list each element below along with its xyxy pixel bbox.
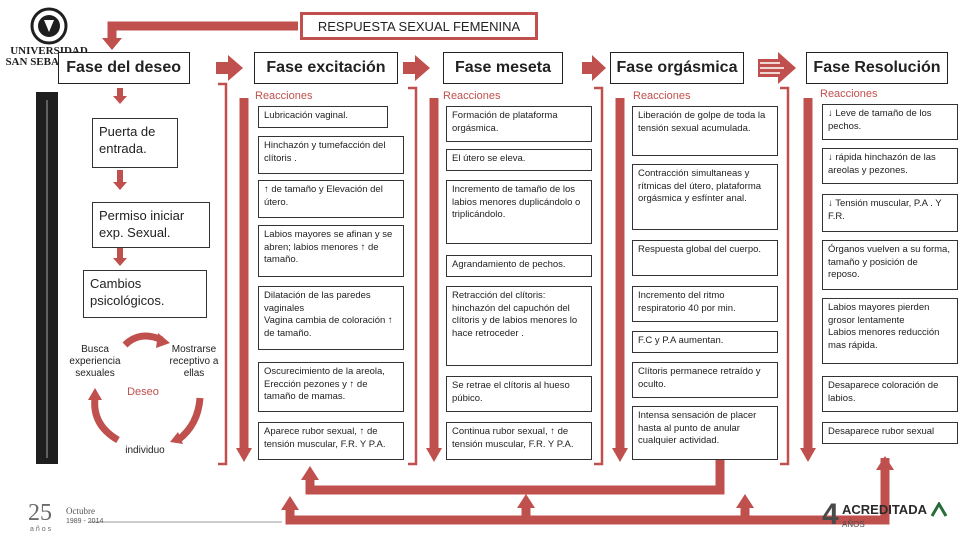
university-seal-icon [30, 7, 68, 45]
anniversary-years: 1989 - 2014 [66, 518, 104, 525]
return-loop-resolution-to-start [281, 456, 894, 525]
desire-to-excitation-arrow [216, 55, 243, 81]
desire-cycle-left: Busca experiencia sexuales [69, 344, 121, 379]
reactions-label-plateau: Reacciones [443, 90, 501, 102]
excitation-item: Dilatación de las paredes vaginales Vagi… [258, 286, 404, 350]
desire-down-arrow-3 [113, 248, 127, 266]
plateau-item: El útero se eleva. [446, 149, 592, 171]
accreditation-number: 4 [822, 498, 839, 531]
excitation-item: Hinchazón y tumefacción del clítoris . [258, 136, 404, 174]
column-bar-resolution [800, 98, 816, 462]
accreditation-logo: 4 ACREDITADA AÑOS [822, 498, 952, 536]
excitation-to-plateau-arrow [403, 55, 430, 81]
reactions-label-excitation: Reacciones [255, 90, 313, 102]
resolution-item: Desaparece rubor sexual [822, 422, 958, 444]
phase-orgasmic: Fase orgásmica [610, 52, 744, 84]
excitation-item: Labios mayores se afinan y se abren; lab… [258, 225, 404, 277]
bracket-plateau [594, 86, 604, 466]
phase-excitation: Fase excitación [254, 52, 398, 84]
orgasmic-item: Incremento del ritmo respiratorio 40 por… [632, 286, 778, 322]
resolution-item: ↓ Leve de tamaño de los pechos. [822, 104, 958, 140]
phase-plateau: Fase meseta [443, 52, 563, 84]
column-bar-orgasmic [612, 98, 628, 462]
orgasmic-item: F.C y P.A aumentan. [632, 331, 778, 353]
desire-down-arrow-1 [113, 88, 127, 104]
desire-step-permission: Permiso iniciar exp. Sexual. [92, 202, 210, 248]
accreditation-sub: AÑOS [842, 520, 865, 529]
plateau-item: Se retrae el clítoris al hueso púbico. [446, 376, 592, 412]
resolution-item: Desaparece coloración de labios. [822, 376, 958, 412]
desire-down-arrow-2 [113, 170, 127, 190]
excitation-item: Aparece rubor sexual, ↑ de tensión muscu… [258, 422, 404, 460]
bracket-desire [218, 82, 228, 466]
desire-step-psychological: Cambios psicológicos. [83, 270, 207, 318]
resolution-item: ↓ rápida hinchazón de las areolas y pezo… [822, 148, 958, 184]
resolution-item: ↓ Tensión muscular, P.A . Y F.R. [822, 194, 958, 232]
bottom-up-arrow-plateau [517, 494, 535, 520]
anniversary-logo: 25 años Octubre 1989 - 2014 [14, 500, 124, 536]
excitation-item: Oscurecimiento de la areola, Erección pe… [258, 362, 404, 412]
excitation-item: Lubricación vaginal. [258, 106, 388, 128]
reactions-label-resolution: Reacciones [820, 88, 878, 100]
desire-cycle-arrows [88, 332, 204, 444]
orgasmic-item: Clítoris permanece retraído y oculto. [632, 362, 778, 398]
plateau-item: Formación de plataforma orgásmica. [446, 106, 592, 142]
anniversary-word: años [30, 526, 54, 533]
excitation-item: ↑ de tamaño y Elevación del útero. [258, 180, 404, 218]
university-name-line1: UNIVERSIDAD [10, 45, 88, 57]
accreditation-mark-icon [930, 502, 948, 517]
desire-cycle-right: Mostrarse receptivo a ellas [169, 344, 219, 379]
return-loop-orgasmic-to-excitation [301, 456, 725, 495]
column-bar-excitation [236, 98, 252, 462]
bracket-orgasmic [780, 86, 790, 466]
orgasmic-item: Liberación de golpe de toda la tensión s… [632, 106, 778, 156]
column-bar-plateau [426, 98, 442, 462]
anniversary-number: 25 [28, 500, 52, 526]
desire-cycle-bottom: individuo [125, 445, 165, 456]
plateau-item: Continua rubor sexual, ↑ de tensión musc… [446, 422, 592, 460]
plateau-to-orgasmic-arrow [582, 55, 606, 81]
phase-resolution: Fase Resolución [806, 52, 948, 84]
plateau-item: Incremento de tamaño de los labios menor… [446, 180, 592, 244]
orgasmic-item: Respuesta global del cuerpo. [632, 240, 778, 276]
resolution-item: Órganos vuelven a su forma, tamaño y pos… [822, 240, 958, 290]
orgasmic-item: Intensa sensación de placer hasta al pun… [632, 406, 778, 460]
title-to-desire-arrow [102, 21, 298, 50]
plateau-item: Agrandamiento de pechos. [446, 255, 592, 277]
desire-step-entry: Puerta de entrada. [92, 118, 178, 168]
university-name-line2: SAN SEBASTIAN [5, 56, 93, 68]
anniversary-month: Octubre [66, 506, 95, 516]
diagram-title: RESPUESTA SEXUAL FEMENINA [300, 12, 538, 40]
desire-cycle-center: Deseo [127, 386, 159, 398]
orgasmic-to-resolution-arrow [758, 52, 796, 84]
accreditation-label: ACREDITADA [842, 502, 927, 517]
orgasmic-item: Contracción simultaneas y rítmicas del ú… [632, 164, 778, 230]
bracket-excitation [408, 86, 418, 466]
resolution-item: Labios mayores pierden grosor lentamente… [822, 298, 958, 364]
reactions-label-orgasmic: Reacciones [633, 90, 691, 102]
bottom-up-arrow-orgasmic [736, 494, 754, 520]
university-logo: UNIVERSIDAD SAN SEBASTIAN [4, 6, 94, 68]
plateau-item: Retracción del clítoris: hinchazón del c… [446, 286, 592, 366]
phase-desire: Fase del deseo [58, 52, 190, 84]
